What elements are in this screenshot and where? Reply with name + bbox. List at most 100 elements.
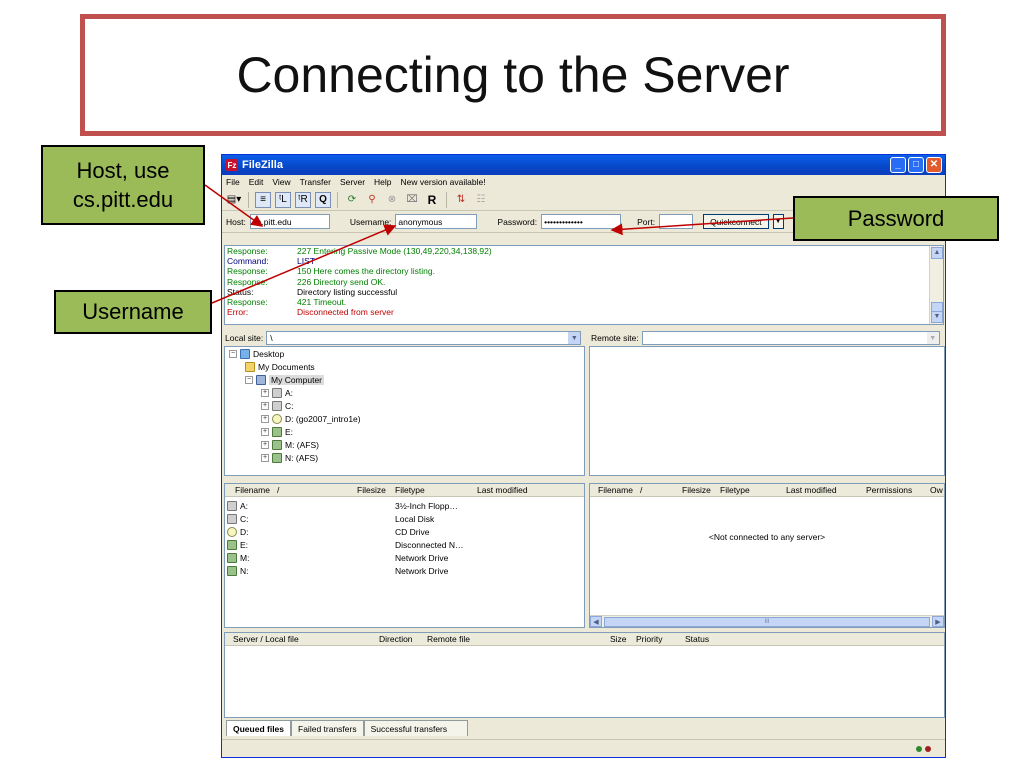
network-drive-icon [272, 440, 282, 450]
menu-transfer[interactable]: Transfer [299, 177, 331, 187]
floppy-drive-icon [272, 388, 282, 398]
tree-item-drive-d[interactable]: +D: (go2007_intro1e) [261, 414, 361, 424]
refresh-icon[interactable]: ⟳ [347, 194, 357, 205]
expand-icon[interactable]: + [261, 389, 269, 397]
scroll-up-icon[interactable]: ▲ [931, 247, 943, 259]
toolbar-separator [248, 191, 249, 208]
scroll-left-icon[interactable]: ◀ [590, 616, 602, 627]
process-queue-icon[interactable]: ⚲ [368, 194, 376, 205]
site-manager-icon[interactable]: ▤▾ [226, 194, 242, 205]
tree-item-drive-e[interactable]: +E: [261, 427, 294, 437]
local-site-input[interactable]: \ ▼ [266, 331, 582, 345]
tree-item-drive-c[interactable]: +C: [261, 401, 294, 411]
remote-tree-icon[interactable]: ᵗR [295, 191, 311, 208]
col-permissions[interactable]: Permissions [866, 485, 913, 495]
expand-icon[interactable]: + [261, 415, 269, 423]
menu-file[interactable]: File [226, 177, 240, 187]
toolbar-separator [337, 191, 338, 208]
tab-failed-transfers[interactable]: Failed transfers [291, 720, 364, 736]
list-item[interactable]: E:Disconnected N… [227, 539, 464, 550]
local-tree-icon[interactable]: ᵗL [275, 191, 291, 208]
tree-item-my-documents[interactable]: My Documents [245, 362, 315, 372]
log-row: Command:LIST [227, 256, 315, 267]
tree-item-drive-a[interactable]: +A: [261, 388, 294, 398]
expand-icon[interactable]: + [261, 402, 269, 410]
quickconnect-button[interactable]: Quickconnect [703, 214, 769, 229]
menu-view[interactable]: View [272, 177, 291, 187]
expand-icon[interactable]: + [261, 441, 269, 449]
list-item[interactable]: M:Network Drive [227, 552, 448, 563]
tab-successful-transfers[interactable]: Successful transfers [363, 720, 469, 736]
port-input[interactable] [659, 214, 694, 229]
col-remote-file[interactable]: Remote file [427, 634, 470, 644]
message-log-icon[interactable]: ≡ [255, 191, 271, 208]
tree-item-drive-m[interactable]: +M: (AFS) [261, 440, 319, 450]
col-filetype[interactable]: Filetype [395, 485, 425, 495]
remote-site-input[interactable]: ▼ [641, 331, 940, 345]
scroll-thumb[interactable]: III [604, 617, 930, 627]
tab-queued-files[interactable]: Queued files [226, 720, 292, 736]
collapse-icon[interactable]: − [245, 376, 253, 384]
menu-edit[interactable]: Edit [248, 177, 264, 187]
col-filename[interactable]: Filename [235, 485, 270, 495]
chevron-down-icon[interactable]: ▼ [926, 332, 939, 344]
quickconnect-dropdown[interactable]: ▼ [772, 214, 784, 229]
host-callout-line2: cs.pitt.edu [72, 187, 174, 212]
list-item[interactable]: N:Network Drive [227, 565, 448, 576]
col-direction[interactable]: Direction [379, 634, 413, 644]
log-row: Response:227 Entering Passive Mode (130,… [227, 246, 492, 256]
sort-indicator: / [640, 485, 643, 495]
queue-icon[interactable]: Q [315, 191, 331, 208]
expand-icon[interactable]: + [261, 454, 269, 462]
menu-new-version[interactable]: New version available! [400, 177, 486, 187]
compare-icon[interactable]: ⇅ [456, 194, 466, 205]
collapse-icon[interactable]: − [229, 350, 237, 358]
col-filename[interactable]: Filename [598, 485, 633, 495]
col-size[interactable]: Size [610, 634, 627, 644]
reconnect-icon[interactable]: R [427, 192, 437, 207]
col-status[interactable]: Status [685, 634, 710, 644]
network-drive-icon [227, 565, 237, 576]
password-label: Password: [497, 216, 538, 227]
host-input[interactable] [249, 214, 330, 229]
maximize-button[interactable]: □ [908, 157, 924, 173]
username-label: Username: [349, 216, 392, 227]
network-drive-icon [272, 427, 282, 437]
col-last-modified[interactable]: Last modified [786, 485, 837, 495]
expand-icon[interactable]: + [261, 428, 269, 436]
tree-item-my-computer[interactable]: −My Computer [245, 375, 325, 385]
minimize-button[interactable]: _ [890, 157, 906, 173]
col-server-local-file[interactable]: Server / Local file [233, 634, 299, 644]
tree-item-desktop[interactable]: −Desktop [229, 349, 285, 359]
password-input[interactable] [541, 214, 622, 229]
window-titlebar[interactable]: Fz FileZilla _ □ ✕ [222, 155, 945, 175]
log-row: Status:Directory listing successful [227, 286, 398, 297]
col-filetype[interactable]: Filetype [720, 485, 750, 495]
cancel-icon[interactable]: ⊗ [387, 194, 397, 205]
filter-icon[interactable]: ☷ [476, 194, 486, 205]
scroll-down-icon[interactable]: ▼ [931, 311, 943, 323]
col-filesize[interactable]: Filesize [682, 485, 711, 495]
username-input[interactable] [395, 214, 478, 229]
chevron-down-icon[interactable]: ▼ [568, 332, 581, 344]
menu-server[interactable]: Server [339, 177, 366, 187]
list-item[interactable]: D:CD Drive [227, 526, 429, 537]
col-owner[interactable]: Ow [930, 485, 943, 495]
scroll-right-icon[interactable]: ▶ [932, 616, 944, 627]
log-scrollbar[interactable]: ▲ ▼ [929, 246, 943, 324]
list-item[interactable]: C:Local Disk [227, 513, 434, 524]
remote-hscrollbar[interactable]: ◀ III ▶ [590, 615, 944, 627]
disconnect-icon[interactable]: ⌧ [406, 194, 418, 205]
toolbar: ▤▾ ≡ ᵗL ᵗR Q ⟳ ⚲ ⊗ ⌧ R ⇅ ☷ [222, 189, 945, 211]
col-filesize[interactable]: Filesize [357, 485, 386, 495]
tree-item-drive-n[interactable]: +N: (AFS) [261, 453, 319, 463]
username-callout: Username [54, 290, 212, 334]
col-last-modified[interactable]: Last modified [477, 485, 528, 495]
col-priority[interactable]: Priority [636, 634, 663, 644]
transfer-queue: Server / Local file Direction Remote fil… [224, 632, 945, 718]
remote-file-header: Filename / Filesize Filetype Last modifi… [590, 484, 944, 497]
list-item[interactable]: A:3½-Inch Flopp… [227, 500, 458, 511]
menu-help[interactable]: Help [374, 177, 392, 187]
close-button[interactable]: ✕ [926, 157, 942, 173]
filezilla-app-icon: Fz [226, 159, 238, 171]
